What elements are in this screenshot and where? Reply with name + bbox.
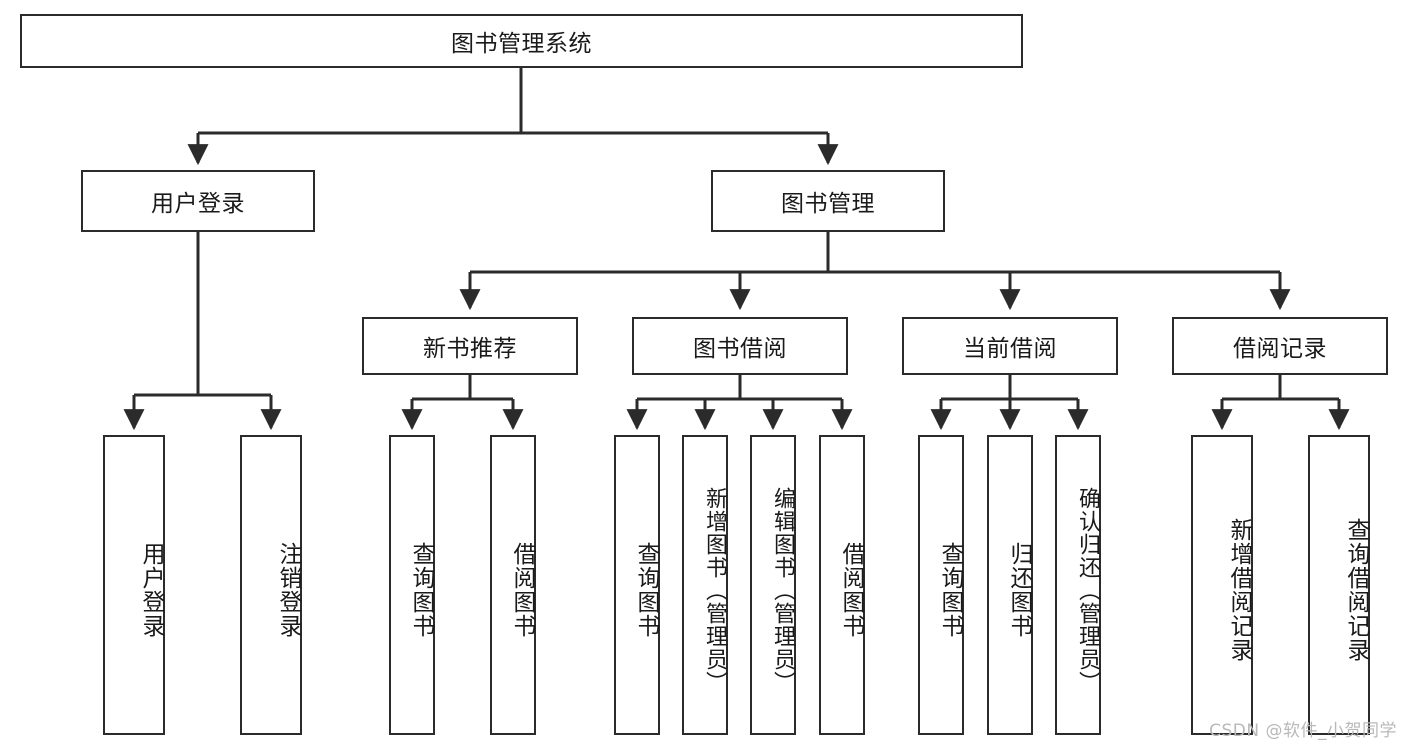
node-current-borrow-label: 当前借阅 [963,336,1057,362]
leaf-current-borrow-query[interactable]: 查询图书 [918,435,964,735]
leaf-new-book-query[interactable]: 查询图书 [389,435,435,735]
leaf-book-borrow-edit[interactable]: 编辑图书（管理员） [750,435,796,735]
node-user-login-label: 用户登录 [151,191,245,217]
leaf-book-borrow-add[interactable]: 新增图书（管理员） [682,435,728,735]
leaf-label: 查询图书 [937,542,963,638]
leaf-book-borrow-lend[interactable]: 借阅图书 [819,435,865,735]
leaf-label: 新增图书（管理员） [702,486,727,694]
leaf-borrow-record-query[interactable]: 查询借阅记录 [1308,435,1370,735]
leaf-user-login-signin[interactable]: 用户登录 [103,435,165,735]
node-book-borrow[interactable]: 图书借阅 [632,317,848,375]
leaf-label: 确认归还（管理员） [1075,486,1100,694]
node-new-book-recommend-label: 新书推荐 [423,336,517,362]
leaf-label: 编辑图书（管理员） [770,486,795,694]
leaf-user-login-signout[interactable]: 注销登录 [240,435,302,735]
leaf-label: 查询图书 [633,542,659,638]
node-current-borrow[interactable]: 当前借阅 [902,317,1118,375]
leaf-borrow-record-add[interactable]: 新增借阅记录 [1191,435,1253,735]
node-borrow-record-label: 借阅记录 [1233,336,1327,362]
node-new-book-recommend[interactable]: 新书推荐 [362,317,578,375]
node-book-management-label: 图书管理 [781,191,875,217]
leaf-label: 查询借阅记录 [1343,518,1369,662]
leaf-label: 用户登录 [138,542,164,638]
node-root[interactable]: 图书管理系统 [20,14,1023,68]
leaf-label: 归还图书 [1006,542,1032,638]
leaf-book-borrow-query[interactable]: 查询图书 [614,435,660,735]
leaf-label: 注销登录 [275,542,301,638]
node-book-borrow-label: 图书借阅 [693,336,787,362]
node-book-management[interactable]: 图书管理 [711,170,945,232]
node-user-login[interactable]: 用户登录 [81,170,315,232]
leaf-new-book-borrow[interactable]: 借阅图书 [490,435,536,735]
node-borrow-record[interactable]: 借阅记录 [1172,317,1388,375]
node-root-label: 图书管理系统 [451,31,592,57]
leaf-label: 借阅图书 [509,542,535,638]
leaf-current-borrow-confirm[interactable]: 确认归还（管理员） [1055,435,1101,735]
leaf-label: 借阅图书 [838,542,864,638]
leaf-label: 新增借阅记录 [1226,518,1252,662]
leaf-label: 查询图书 [408,542,434,638]
leaf-current-borrow-return[interactable]: 归还图书 [987,435,1033,735]
